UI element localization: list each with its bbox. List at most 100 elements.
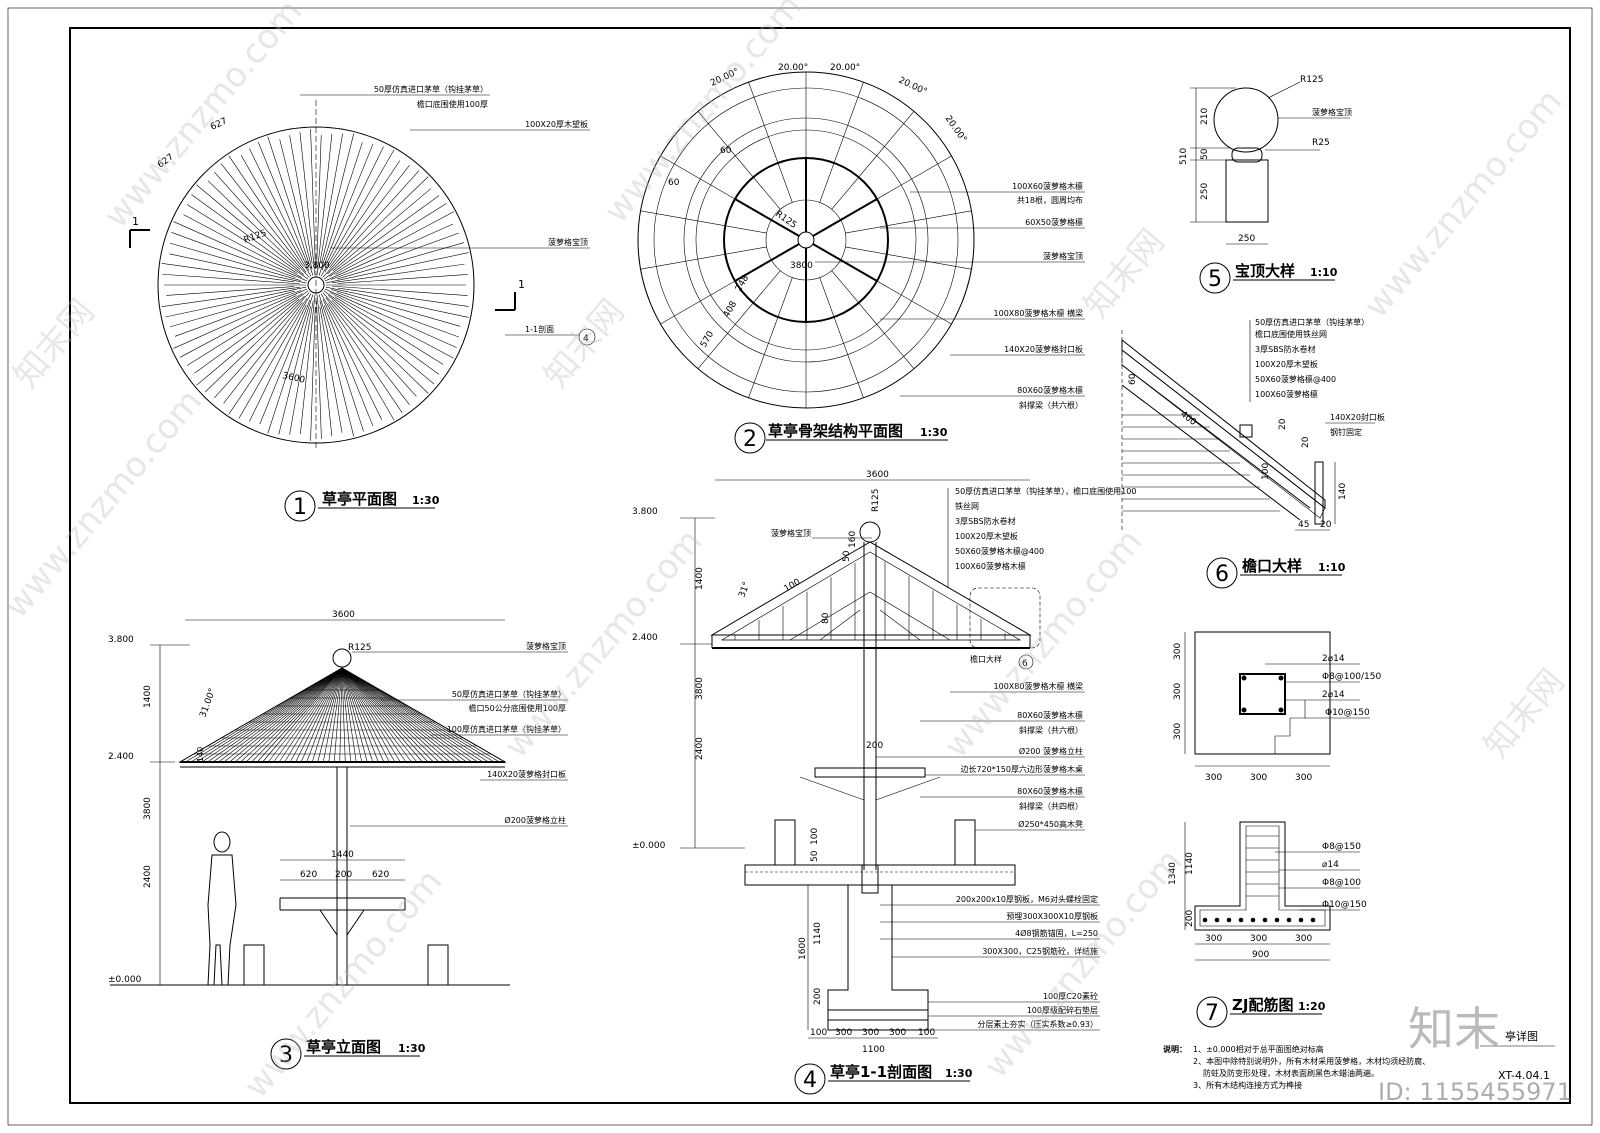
sec-label-2: 铁丝网 xyxy=(955,501,979,511)
elev-table-w2: 200 xyxy=(335,870,352,880)
rebar-r2: Φ8@100/150 xyxy=(1322,672,1381,682)
rebar-sb2: 300 xyxy=(1250,934,1267,944)
elev-level-mid: 2.400 xyxy=(108,752,134,762)
sec-label-m3: Ø200 菠萝格立柱 xyxy=(1019,746,1083,756)
sec-view-title: 草亭1-1剖面图 xyxy=(830,1063,932,1081)
frame-dim-408: 408 xyxy=(722,299,739,319)
frame-view-scale: 1:30 xyxy=(920,426,948,439)
sec-roof-labels: 50厚仿真进口茅草（钩挂茅草），檐口底围使用100 铁丝网 3厚SBS防水卷材 … xyxy=(947,486,1136,588)
watermark-cn-4: 知末网 xyxy=(1476,662,1572,766)
sec-col-width: 200 xyxy=(866,741,883,751)
sec-eave-ref: 檐口大样 xyxy=(970,654,1002,664)
rebar-r3: 2⌀14 xyxy=(1322,690,1345,700)
section-view: 3600 3.800 2.400 ±0.000 1400 3800 2400 R… xyxy=(632,470,1136,1095)
rebar-v2: 300 xyxy=(1173,683,1183,700)
watermark-site-3: www.znzmo.com xyxy=(0,382,210,626)
eave-dim-45: 45 xyxy=(1298,520,1309,530)
rebar-s4: Φ10@150 xyxy=(1322,900,1367,910)
frame-dim-570: 570 xyxy=(699,329,716,349)
plan-section-mark-left: 1 xyxy=(132,215,139,228)
scale-figure xyxy=(207,831,237,986)
frame-angle-4: 20.00° xyxy=(897,76,929,98)
elev-radius: R125 xyxy=(348,643,371,653)
finial-h2: 50 xyxy=(1200,148,1210,160)
note-2: 2、本图中除特别说明外，所有木材采用菠萝格，木材均须经防腐、 xyxy=(1193,1056,1430,1066)
finial-r2: R25 xyxy=(1312,138,1330,148)
rebar-h1: 300 xyxy=(1205,773,1222,783)
elev-thickness: 140 xyxy=(196,747,205,762)
elev-label-finial: 菠萝格宝顶 xyxy=(526,641,566,651)
plan-label-eave: 檐口底围使用100厚 xyxy=(417,99,488,109)
eave-label-2: 3厚SBS防水卷材 xyxy=(1255,344,1316,354)
sec-label-f6: 100厚级配碎石垫层 xyxy=(1027,1005,1098,1015)
finial-detail: 510 210 50 250 250 R125 菠萝格宝顶 R25 5 宝顶大样… xyxy=(1179,75,1352,294)
sec-label-m2: 80X60菠萝格木檩 xyxy=(1017,710,1083,720)
eave-label-5: 100X60菠萝格檩 xyxy=(1255,389,1318,399)
frame-label-6: 80X60菠萝格木檩 xyxy=(1017,385,1083,395)
sec-h1: 1400 xyxy=(695,567,705,590)
sec-angle: 31° xyxy=(737,581,752,599)
sec-b1: 100 xyxy=(810,1028,827,1038)
elevation-view: 3600 3.800 2.400 ±0.000 1400 3800 2400 R… xyxy=(108,610,568,1070)
sec-label-m4: 边长720*150厚六边形菠萝格木桌 xyxy=(960,764,1083,774)
watermark-cn-2: 知末网 xyxy=(536,292,632,396)
rebar-r4: Φ10@150 xyxy=(1325,708,1370,718)
eave-label-3: 100X20厚木望板 xyxy=(1255,359,1318,369)
elev-view-scale: 1:30 xyxy=(398,1042,426,1055)
finial-view-number: 5 xyxy=(1208,267,1222,292)
elev-label-fascia: 140X20菠萝格封口板 xyxy=(487,769,566,779)
sec-label-m5b: 斜撑梁（共四根） xyxy=(1019,801,1083,811)
rebar-v3: 300 xyxy=(1173,723,1183,740)
plan-radius: R125 xyxy=(243,228,268,245)
rebar-sb1: 300 xyxy=(1205,934,1222,944)
sec-radius: R125 xyxy=(871,489,881,512)
sec-b3: 300 xyxy=(862,1028,879,1038)
sec-dim-80: 80 xyxy=(821,612,831,624)
finial-h1: 210 xyxy=(1200,108,1210,125)
sec-label-3: 3厚SBS防水卷材 xyxy=(955,516,1016,526)
frame-view-title: 草亭骨架结构平面图 xyxy=(768,422,903,440)
rebar-detail: 300 300 300 300 300 300 2⌀14 Φ8@100/150 … xyxy=(1168,631,1381,1028)
plan-elevation: 3.800 xyxy=(304,261,330,271)
sec-label-m1: 100X80菠萝格木檩 横梁 xyxy=(994,681,1083,691)
sec-label-f3: 4Ø8钢筋锚固，L=250 xyxy=(1015,928,1098,938)
sec-dim-50: 50 xyxy=(842,550,852,562)
elev-view-number: 3 xyxy=(279,1043,293,1068)
notes-head: 说明： xyxy=(1163,1044,1187,1054)
rebar-sb3: 300 xyxy=(1295,934,1312,944)
note-2b: 防蛀及防变形处理，木材表面刷黑色木蜡油两遍。 xyxy=(1203,1068,1379,1078)
frame-label-5: 140X20菠萝格封口板 xyxy=(1004,344,1083,354)
sec-label-f2: 预埋300X300X10厚钢板 xyxy=(1006,911,1098,921)
finial-h3: 250 xyxy=(1200,183,1210,200)
frame-angle-5: 20.00° xyxy=(943,114,969,145)
rebar-sh2: 200 xyxy=(1185,910,1195,927)
plan-view: 1 1 627 627 R125 3.800 3600 50厚仿真进口茅草（钩挂… xyxy=(129,84,596,522)
rebar-sh: 1340 xyxy=(1168,862,1178,885)
eave-view-title: 檐口大样 xyxy=(1242,557,1302,575)
plan-diameter: 3600 xyxy=(281,371,306,386)
rebar-view-number: 7 xyxy=(1205,1001,1219,1026)
frame-label-4: 100X80菠萝格木檩 横梁 xyxy=(994,308,1083,318)
outer-border xyxy=(7,7,1593,1126)
frame-label-3: 菠萝格宝顶 xyxy=(1043,251,1083,261)
eave-dim-100: 100 xyxy=(1261,463,1271,480)
sec-eave-num: 6 xyxy=(1022,659,1028,669)
watermark-cn-1: 知末网 xyxy=(6,292,102,396)
watermark-site-2: www.znzmo.com xyxy=(596,0,810,231)
rebar-s3: Φ8@100 xyxy=(1322,878,1361,888)
eave-dim-60: 60 xyxy=(1128,373,1138,385)
watermark-id: ID: 1155455971 xyxy=(1378,1078,1572,1106)
sec-label-f5: 100厚C20素砼 xyxy=(1043,991,1098,1001)
eave-dim-400: 400 xyxy=(1178,409,1198,428)
frame-dim-248: 248 xyxy=(734,273,751,293)
sec-label-1: 50厚仿真进口茅草（钩挂茅草），檐口底围使用100 xyxy=(955,486,1136,496)
rebar-sh1: 1140 xyxy=(1185,852,1195,875)
sheet-title: 亭详图 xyxy=(1505,1029,1538,1043)
finial-h: 510 xyxy=(1179,148,1189,165)
sec-bt: 1100 xyxy=(862,1045,885,1055)
eave-dim-20b: 20 xyxy=(1301,436,1311,448)
elev-view-title: 草亭立面图 xyxy=(306,1038,381,1056)
plan-label-section: 1-1剖面 xyxy=(525,324,554,334)
sec-label-6: 100X60菠萝格木檩 xyxy=(955,561,1026,571)
